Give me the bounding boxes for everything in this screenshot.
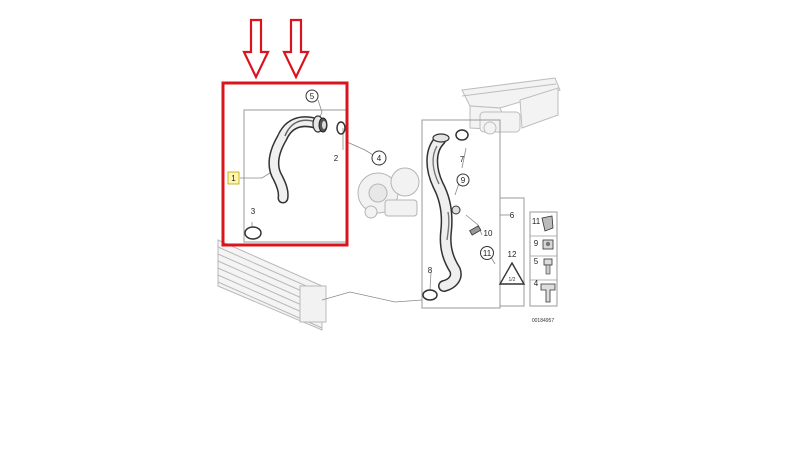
clip-part-11 <box>541 215 554 232</box>
engine-manifold <box>461 77 561 135</box>
intercooler <box>217 239 327 331</box>
sidebar-labels: 11 9 5 4 <box>532 217 541 288</box>
o-ring-part-7 <box>455 129 469 141</box>
callout-6: 6 <box>510 211 515 220</box>
callout-11: 11 <box>480 246 494 260</box>
svg-text:12: 12 <box>508 250 517 259</box>
svg-text:10: 10 <box>484 229 493 238</box>
svg-text:7: 7 <box>460 155 465 164</box>
turbocharger <box>357 167 420 219</box>
sidebar-label-5: 5 <box>534 257 539 266</box>
svg-text:4: 4 <box>377 154 382 163</box>
boost-hose-part-9 <box>426 133 462 292</box>
callout-1: 1 <box>227 171 240 185</box>
o-ring-part-3 <box>244 226 262 240</box>
warning-label: 1/2 <box>509 277 516 283</box>
o-ring-part-8 <box>422 289 438 301</box>
hardware-sidebar-frame <box>529 211 558 307</box>
left-group-frame <box>243 109 348 243</box>
bolt-part-5 <box>543 258 553 275</box>
svg-text:2: 2 <box>334 154 339 163</box>
callout-12: 12 <box>508 250 517 259</box>
callout-4: 4 <box>371 150 387 166</box>
callout-5: 5 <box>305 89 319 103</box>
screw-part-4 <box>540 283 556 303</box>
warning-triangle-part-12 <box>498 261 526 285</box>
svg-text:1: 1 <box>231 174 236 183</box>
callout-7: 7 <box>460 155 465 164</box>
svg-text:5: 5 <box>310 92 315 101</box>
down-arrow-icon <box>242 18 270 80</box>
svg-text:3: 3 <box>251 207 256 216</box>
highlight-box <box>221 81 349 247</box>
svg-text:11: 11 <box>483 249 492 258</box>
callout-2: 2 <box>334 154 339 163</box>
callout-10: 10 <box>484 229 493 238</box>
diagram-number: 00184957 <box>532 318 554 324</box>
sidebar-label-4: 4 <box>534 279 539 288</box>
hardware-sidebar <box>530 235 557 281</box>
bracket-part-9 <box>542 239 554 250</box>
sensor-part-10 <box>469 225 482 236</box>
callout-3: 3 <box>251 207 256 216</box>
highlight-overlay <box>221 18 349 247</box>
down-arrow-icon <box>282 18 310 80</box>
center-group-side-frame <box>499 197 525 307</box>
callout-9: 9 <box>456 173 470 187</box>
svg-text:8: 8 <box>428 266 433 275</box>
sidebar-label-11: 11 <box>532 217 541 226</box>
svg-text:6: 6 <box>510 211 515 220</box>
sidebar-label-9: 9 <box>534 239 539 248</box>
svg-text:9: 9 <box>461 176 466 185</box>
o-ring-part-2 <box>336 121 346 135</box>
callout-8: 8 <box>428 266 433 275</box>
boost-hose-part-1 <box>268 115 328 204</box>
